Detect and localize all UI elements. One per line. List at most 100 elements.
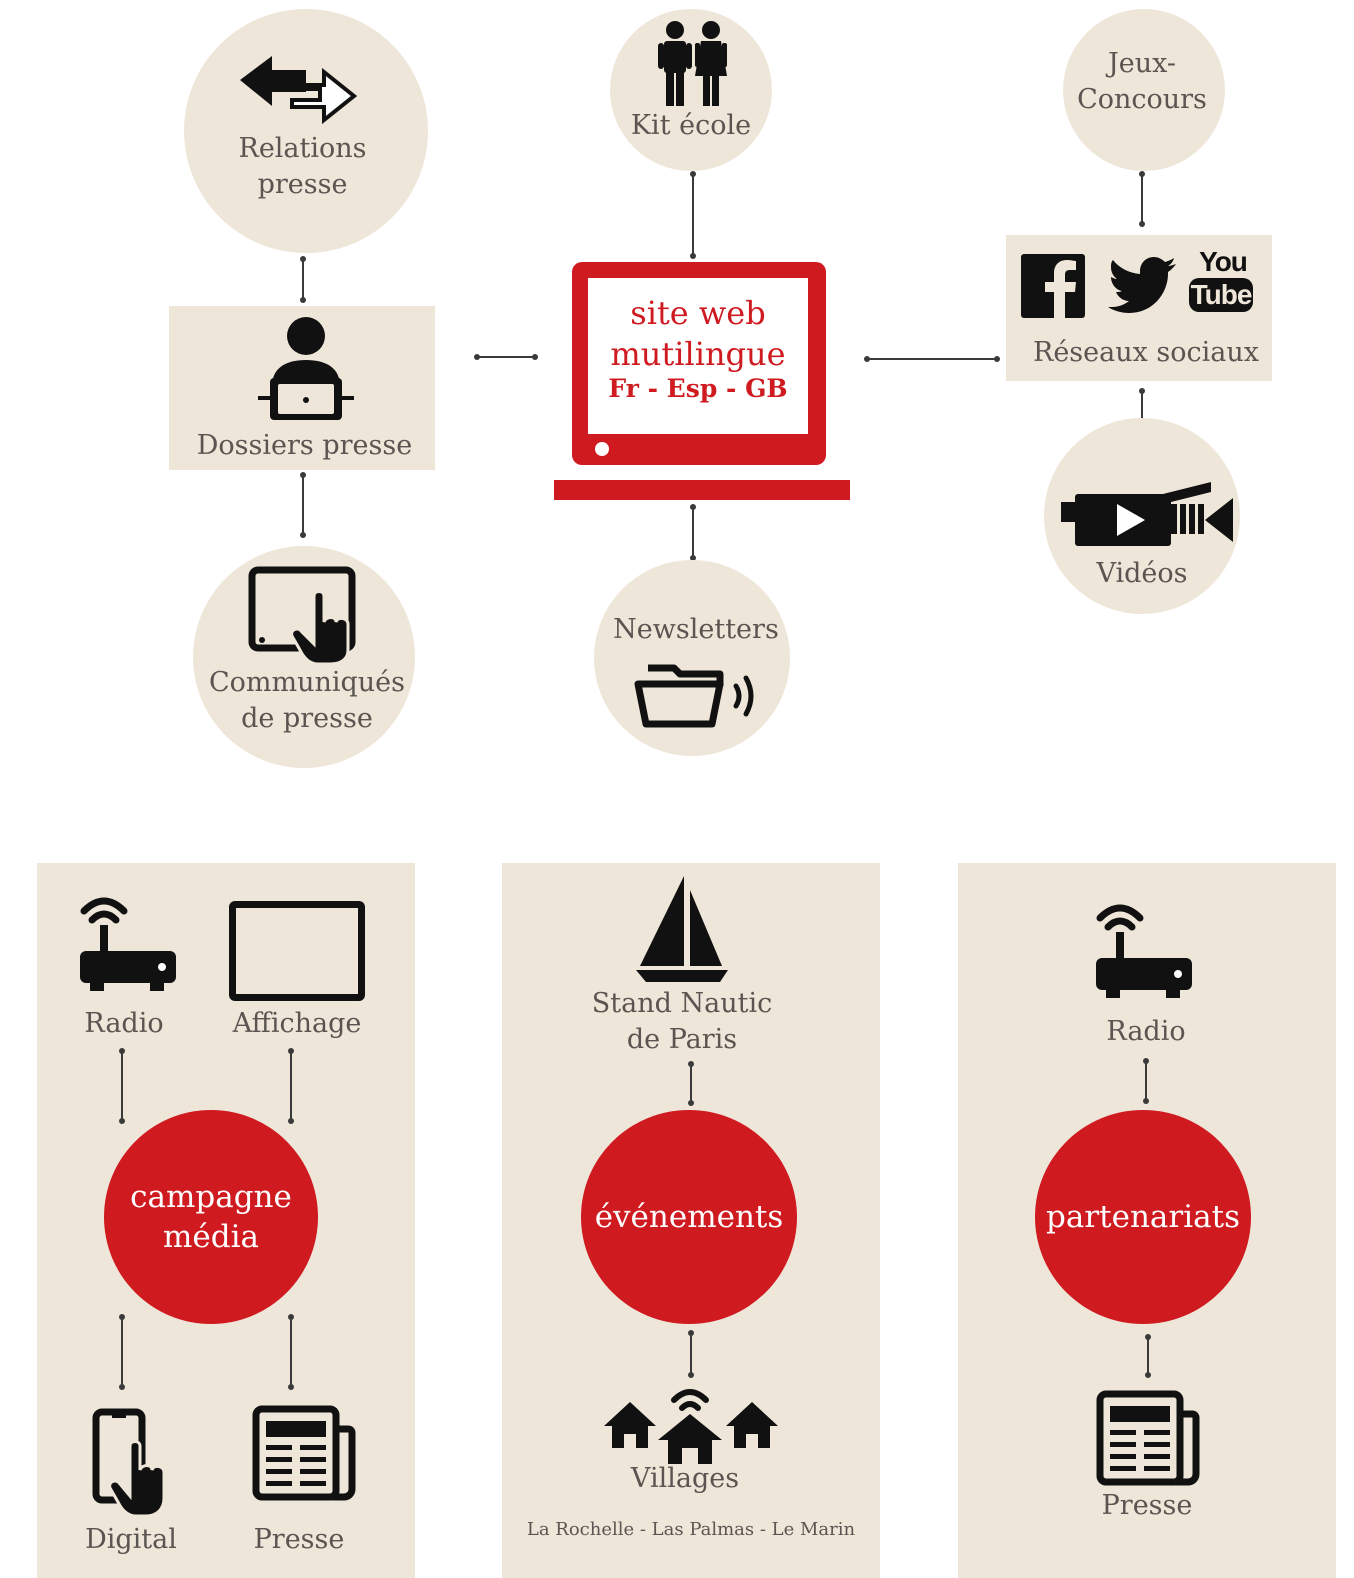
campagne-media-hub: campagne média	[104, 1110, 318, 1324]
jeux-label-2: Concours	[1077, 84, 1207, 115]
youtube-tube: Tube	[1189, 278, 1253, 312]
connector-dot	[1145, 1372, 1151, 1378]
dossiers-presse-label: Dossiers presse	[196, 430, 413, 461]
site-web-line1: site web	[630, 294, 766, 332]
partenariats-title: partenariats	[1046, 1199, 1240, 1235]
connector-dot	[688, 1100, 694, 1106]
connector-dot	[690, 253, 696, 259]
campagne-title-2: média	[163, 1219, 259, 1255]
connector	[302, 474, 304, 536]
person-laptop-icon	[258, 317, 354, 420]
connector	[692, 173, 694, 255]
stand-nautic-label-2: de Paris	[626, 1024, 738, 1055]
evenements-hub: événements	[581, 1110, 797, 1324]
villages-label: Villages	[630, 1463, 740, 1494]
connector-dot	[119, 1384, 125, 1390]
connector-dot	[288, 1314, 294, 1320]
folder-sound-icon	[634, 664, 754, 728]
connector-dot	[288, 1048, 294, 1054]
twitter-icon	[1108, 257, 1176, 313]
connector-dot	[532, 354, 538, 360]
connector-dot	[300, 297, 306, 303]
villages-houses-icon	[604, 1389, 778, 1464]
connector	[692, 506, 694, 558]
campagne-presse-label: Presse	[253, 1524, 345, 1555]
smartphone-touch-icon	[92, 1408, 166, 1518]
router-icon	[1096, 904, 1192, 998]
connector-dot	[688, 1330, 694, 1336]
connector-dot	[1143, 1098, 1149, 1104]
connector	[302, 258, 304, 300]
exchange-arrows-icon	[240, 56, 358, 124]
partenariats-hub: partenariats	[1035, 1110, 1251, 1324]
connector-dot	[119, 1118, 125, 1124]
laptop-camera-dot	[595, 442, 609, 456]
connector	[1141, 173, 1143, 223]
relations-presse-label-1: Relations	[238, 133, 367, 164]
jeux-label-1: Jeux-	[1107, 48, 1177, 79]
relations-presse-node	[184, 9, 428, 253]
connector	[121, 1050, 123, 1120]
connector-dot	[300, 532, 306, 538]
connector-dot	[690, 171, 696, 177]
connector	[866, 358, 997, 360]
connector	[476, 356, 535, 358]
connector	[1147, 1336, 1149, 1376]
relations-presse-label-2: presse	[257, 169, 348, 200]
laptop-base	[554, 480, 850, 500]
connector	[690, 1332, 692, 1376]
videos-label: Vidéos	[1096, 558, 1188, 589]
communiques-label-1: Communiqués	[208, 667, 406, 698]
connector-dot	[1139, 388, 1145, 394]
campagne-affichage-label: Affichage	[232, 1008, 362, 1039]
connector-dot	[994, 356, 1000, 362]
sailboat-icon	[636, 876, 728, 982]
site-web-languages: Fr - Esp - GB	[608, 374, 788, 403]
campagne-title-1: campagne	[130, 1179, 292, 1215]
campagne-radio-label: Radio	[84, 1008, 164, 1039]
connector-dot	[119, 1048, 125, 1054]
laptop-screen	[588, 278, 808, 434]
router-icon	[80, 897, 176, 991]
connector-dot	[864, 356, 870, 362]
billboard-icon	[229, 901, 365, 1001]
jeux-concours-node	[1063, 9, 1225, 171]
connector	[290, 1050, 292, 1120]
reseaux-sociaux-label: Réseaux sociaux	[1032, 337, 1260, 368]
youtube-you: You	[1199, 246, 1248, 277]
connector-dot	[1139, 171, 1145, 177]
connector	[690, 1063, 692, 1103]
connector-dot	[288, 1384, 294, 1390]
connector-dot	[690, 504, 696, 510]
connector-dot	[300, 472, 306, 478]
evenements-title: événements	[594, 1199, 784, 1235]
connector-dot	[690, 555, 696, 561]
connector-dot	[688, 1061, 694, 1067]
tablet-touch-icon	[248, 566, 356, 664]
kit-ecole-node	[610, 9, 772, 171]
connector	[121, 1316, 123, 1386]
campagne-digital-label: Digital	[85, 1524, 177, 1555]
communiques-label-2: de presse	[241, 703, 373, 734]
connector-dot	[300, 256, 306, 262]
newspaper-icon	[252, 1405, 356, 1501]
newsletters-label: Newsletters	[613, 614, 779, 645]
site-web-line2: mutilingue	[610, 335, 786, 373]
connector-dot	[1145, 1334, 1151, 1340]
connector	[1145, 1060, 1147, 1102]
video-camera-icon	[1061, 482, 1233, 546]
connector-dot	[474, 354, 480, 360]
children-icon	[658, 21, 727, 106]
villages-list: La Rochelle - Las Palmas - Le Marin	[526, 1519, 856, 1540]
connector-dot	[1143, 1058, 1149, 1064]
connector-dot	[1139, 221, 1145, 227]
connector-dot	[688, 1372, 694, 1378]
stand-nautic-label-1: Stand Nautic	[591, 988, 773, 1019]
newspaper-icon	[1096, 1390, 1200, 1486]
partenariats-presse-label: Presse	[1101, 1490, 1193, 1521]
facebook-icon	[1021, 254, 1085, 318]
connector	[290, 1316, 292, 1386]
partenariats-radio-label: Radio	[1106, 1016, 1186, 1047]
connector-dot	[119, 1314, 125, 1320]
youtube-icon: You Tube	[1189, 246, 1257, 316]
